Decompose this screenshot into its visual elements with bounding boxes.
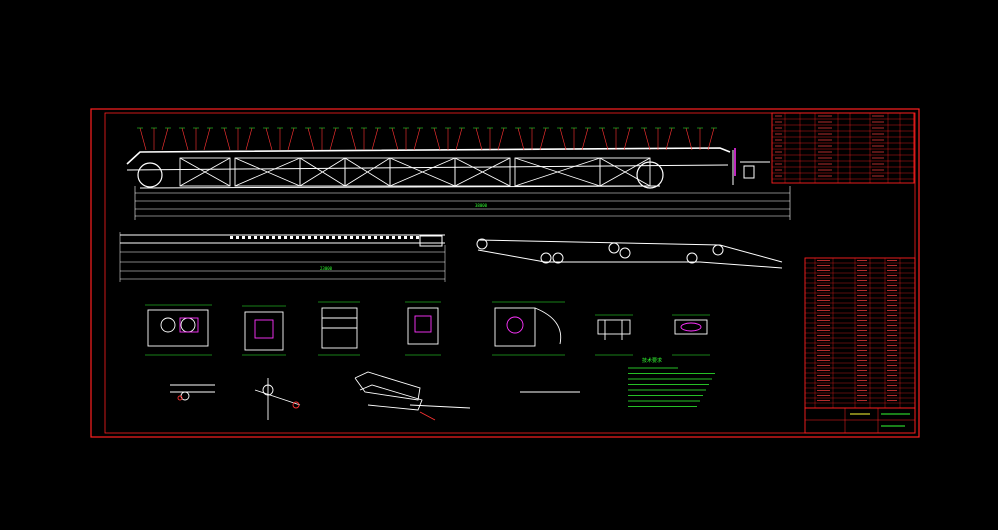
conveyor-lower-elevation-view: [119, 232, 446, 282]
overall-dimension-chain: [134, 186, 791, 220]
title-block: [804, 407, 916, 434]
technical-notes: 技术要求: [628, 357, 715, 407]
notes-title: 技术要求: [642, 357, 662, 364]
section-views: [147, 307, 708, 351]
belt-routing-diagram: [476, 238, 783, 269]
parts-list-table: [804, 257, 916, 409]
lower-length-dimension: 23000: [320, 266, 333, 271]
conveyor-elevation-view: [126, 127, 770, 189]
detail-views: [170, 371, 580, 421]
drive-pulley: [137, 162, 163, 188]
overall-length-dimension: 38000: [475, 203, 488, 208]
parts-table-top: [771, 112, 915, 184]
tail-structure: [732, 150, 770, 185]
